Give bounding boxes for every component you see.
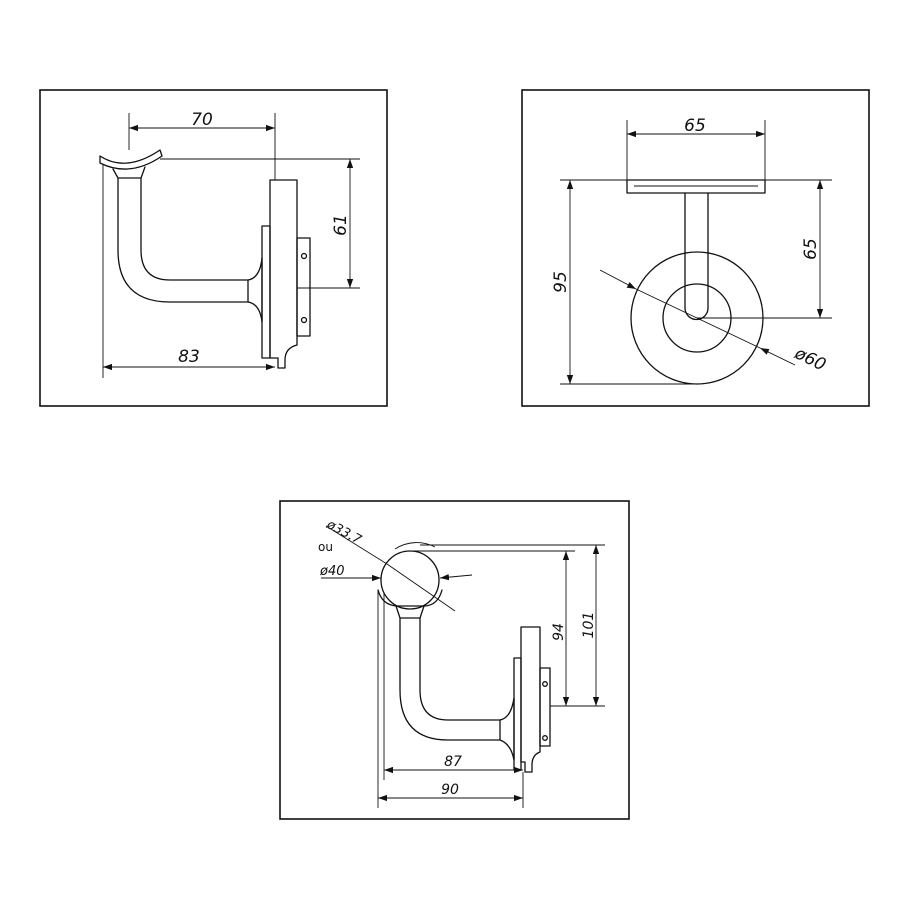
saddle-neck [112,166,146,179]
dim-label-65-width: 65 [684,116,706,136]
dim-label-101: 101 [581,612,597,639]
flange [247,257,263,323]
dim-label-95: 95 [551,271,571,293]
arm-outer [399,617,501,741]
saddle-plate [626,179,766,194]
dia-line-33 [386,563,456,612]
wall-plate [269,179,298,369]
dim-label-70: 70 [191,110,213,130]
round-saddle-view-panel: ø33,7 ou ø40 94 101 87 90 [279,500,630,820]
dim-label-94: 94 [551,623,567,641]
post-end [684,307,709,321]
dim-label-83: 83 [178,347,200,367]
plate-boss [296,237,311,337]
front-view-panel: 65 95 65 ø60 [521,89,870,407]
dim-label-90: 90 [441,782,459,798]
dim-label-dia60: ø60 [791,343,829,375]
front-view-frame [521,89,870,407]
screw-hole-top [542,681,548,687]
saddle-cup [377,589,443,607]
arm-outer [117,177,249,303]
flange [499,697,515,761]
tube-outer-arc [394,542,436,550]
side-view-frame [39,89,388,407]
screw-hole-top [300,252,308,260]
dia-leader-33 [325,525,388,565]
dia-line [635,288,761,349]
plate-inner [261,225,271,359]
label-or: ou [318,540,333,554]
wall-plate [520,626,541,773]
screw-hole-bottom [542,735,548,741]
saddle-neck [395,605,425,619]
dia-leader-end [759,347,796,366]
dim-label-61: 61 [331,214,351,236]
arm-inner [419,617,501,721]
arm-inner [140,177,249,281]
plate-boss [539,667,551,747]
side-view-panel: 70 61 83 [39,89,388,407]
plate-inner [513,657,522,771]
screw-hole-bottom [300,316,308,324]
round-saddle-frame [279,500,630,820]
dim-label-65-height: 65 [801,238,821,260]
dim-label-dia40: ø40 [319,564,345,579]
dia-leader-start [599,269,637,290]
dia-leader-40-right [439,574,473,581]
post [684,192,709,309]
saddle [99,149,163,170]
dim-label-87: 87 [444,754,462,770]
